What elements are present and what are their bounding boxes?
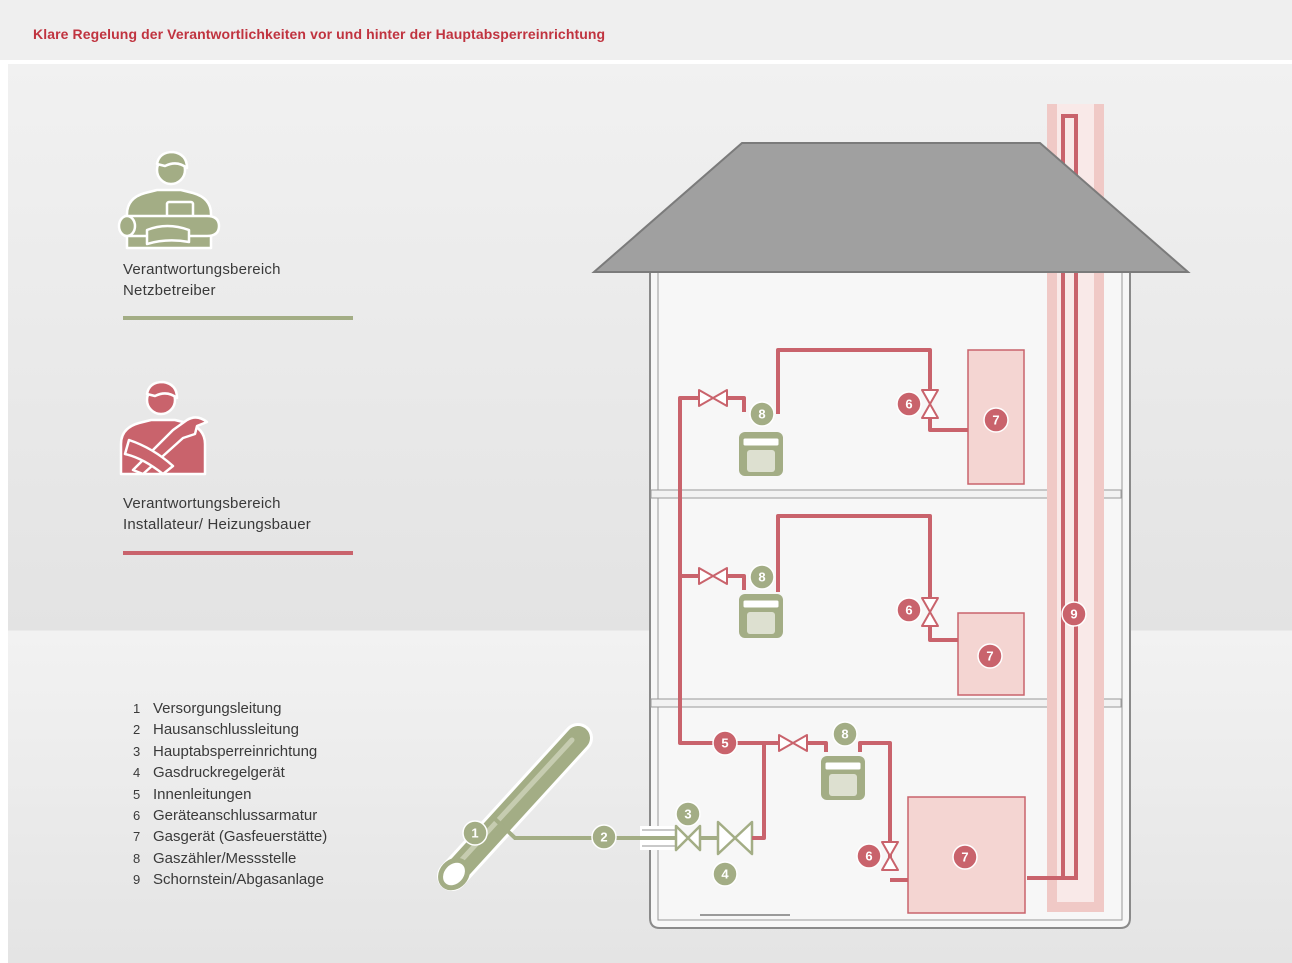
svg-text:7: 7 [986, 649, 993, 664]
badge-8-floor3: 8 [749, 401, 775, 427]
svg-text:6: 6 [865, 849, 872, 864]
pressure-regulator [716, 820, 754, 856]
supply-main-pipe [437, 723, 593, 891]
legend-netz-label: Verantwortungsbereich Netzbetreiber [123, 259, 281, 301]
legend-netz-line [123, 316, 353, 320]
gas-appliance-floor2 [957, 612, 1025, 696]
legend-installer-label: Verantwortungsbereich Installateur/ Heiz… [123, 493, 311, 535]
main-shutoff-valve [674, 824, 702, 852]
badge-6-ground: 6 [856, 843, 882, 869]
badge-4: 4 [712, 861, 738, 887]
badge-5: 5 [712, 730, 738, 756]
legend-installer-line1: Verantwortungsbereich [123, 495, 281, 512]
svg-text:9: 9 [1070, 607, 1077, 622]
svg-text:1: 1 [471, 826, 478, 841]
badge-9: 9 [1061, 601, 1087, 627]
svg-text:4: 4 [721, 867, 729, 882]
svg-text:3: 3 [684, 807, 691, 822]
network-operator-worker-icon [117, 150, 221, 250]
gas-meter-floor3 [738, 431, 784, 477]
legend-installer-line2: Installateur/ Heizungsbauer [123, 516, 312, 533]
svg-text:6: 6 [905, 603, 912, 618]
legend-netz-line1: Verantwortungsbereich [123, 261, 281, 278]
legend-netz-line2: Netzbetreiber [123, 282, 216, 299]
flue-pipe [1027, 114, 1078, 880]
badge-1: 1 [462, 820, 488, 846]
page-title: Klare Regelung der Verantwortlichkeiten … [33, 26, 606, 42]
floor-slabs [650, 489, 1122, 708]
badge-7-floor3: 7 [983, 407, 1009, 433]
gas-meter-ground [820, 755, 866, 801]
badge-7-floor2: 7 [977, 643, 1003, 669]
house-inner-wall [657, 272, 1123, 921]
badge-8-ground: 8 [832, 721, 858, 747]
installer-worker-icon [119, 380, 209, 476]
svg-text:2: 2 [600, 830, 607, 845]
badge-2: 2 [591, 824, 617, 850]
badge-7-ground: 7 [952, 844, 978, 870]
gas-meter-floor2 [738, 593, 784, 639]
header-bar: Klare Regelung der Verantwortlichkeiten … [0, 0, 1292, 60]
svg-text:8: 8 [841, 727, 848, 742]
svg-text:8: 8 [758, 570, 765, 585]
legend-installer-line [123, 551, 353, 555]
badge-6-floor2: 6 [896, 597, 922, 623]
svg-text:5: 5 [721, 736, 728, 751]
svg-text:7: 7 [961, 850, 968, 865]
badge-8-floor2: 8 [749, 564, 775, 590]
badge-6-floor3: 6 [896, 391, 922, 417]
svg-text:6: 6 [905, 397, 912, 412]
roof [591, 142, 1191, 273]
svg-text:7: 7 [992, 413, 999, 428]
badge-3: 3 [675, 801, 701, 827]
svg-text:8: 8 [758, 407, 765, 422]
